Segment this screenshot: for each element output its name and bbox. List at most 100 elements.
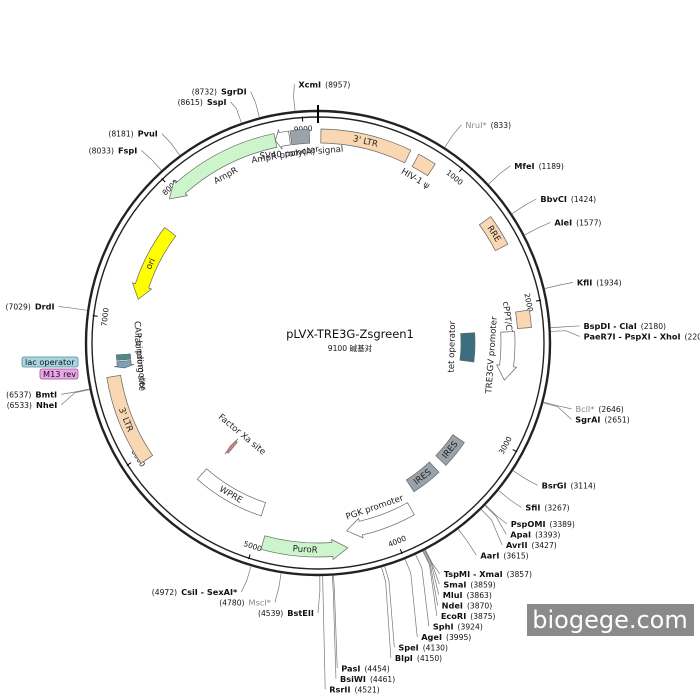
site-name-csii-sexai: CsiI - SexAI* <box>181 587 238 597</box>
primer-group: lac operator M13 rev <box>21 356 79 380</box>
tick-mark-8000 <box>161 178 166 183</box>
site-position-sphi: (3924) <box>458 622 483 631</box>
site-position-pasi: (4454) <box>364 664 389 673</box>
tick-mark-1000 <box>459 167 463 173</box>
site-leader-paer7i-pspxi-xhoi <box>550 330 580 337</box>
site-position-sgrdi: (8732) <box>192 87 217 96</box>
feature-cppt-cts-3 <box>515 309 532 329</box>
site-leader-sfii <box>498 490 522 508</box>
site-name-mfei: MfeI <box>514 161 534 171</box>
feature-label-tre3gv-promoter-5: TRE3GV promoter <box>484 316 499 395</box>
site-name-bspdi-clai: BspDI - ClaI <box>583 321 636 331</box>
site-name-sgrai: SgrAI <box>575 414 600 424</box>
site-name-ecori: EcoRI <box>441 611 466 621</box>
map-size-line: 9100 碱基对 <box>328 343 373 353</box>
site-position-bspdi-clai: (2180) <box>641 322 666 331</box>
site-position-pvui: (8181) <box>108 130 133 139</box>
site-position-csii-sexai: (4972) <box>152 588 177 597</box>
site-position-tspmi-xmai: (3857) <box>507 570 532 579</box>
site-leader-blpi <box>381 567 392 658</box>
site-position-bmti: (6537) <box>6 390 31 399</box>
site-leader-nhei <box>61 389 90 406</box>
site-name-smai: SmaI <box>443 579 466 589</box>
site-name-sfii: SfiI <box>525 502 540 512</box>
site-leader-kfli <box>544 282 573 289</box>
site-name-bsteii: BstEII <box>287 608 314 618</box>
feature-3-ltr-12 <box>106 374 154 464</box>
site-position-nhei: (6533) <box>7 401 32 410</box>
site-leader-spei <box>384 566 395 648</box>
site-leader-pvui <box>161 133 181 156</box>
tick-mark-3000 <box>512 449 518 453</box>
site-leader-ndei <box>423 550 438 606</box>
site-leader-alei <box>524 222 551 236</box>
site-position-bsrgi: (3114) <box>571 481 596 490</box>
site-leader-xcmi <box>293 84 296 112</box>
site-position-msci: (4780) <box>219 599 244 608</box>
m13-rev-label: M13 rev <box>43 369 76 379</box>
site-leader-mlui <box>424 550 440 595</box>
feature-ires-6 <box>435 434 465 466</box>
site-name-pvui: PvuI <box>138 129 158 139</box>
site-leader-bspdi-clai <box>550 325 580 329</box>
feature-label-factor-xa-site-11: Factor Xa site <box>216 412 267 457</box>
site-position-blpi: (4150) <box>417 654 442 663</box>
site-leader-mfei <box>488 165 511 185</box>
site-name-agei: AgeI <box>421 632 442 642</box>
feature-tre3gv-promoter-5 <box>496 331 518 381</box>
site-position-avrii: (3427) <box>532 541 557 550</box>
tick-mark-2000 <box>535 299 542 302</box>
site-leader-sphi <box>415 554 430 627</box>
m13-rev-box <box>39 368 79 380</box>
site-name-sgrdi: SgrDI <box>221 86 247 96</box>
site-position-apai: (3393) <box>535 530 560 539</box>
site-name-xcmi: XcmI <box>298 79 321 89</box>
site-name-bsrgi: BsrGI <box>542 480 567 490</box>
feature-wpre-10 <box>196 468 266 517</box>
site-position-bsteii: (4539) <box>258 609 283 618</box>
site-position-spei: (4130) <box>423 643 448 652</box>
feature-label-ori-15: ori <box>144 257 158 271</box>
site-position-nrui: (833) <box>491 121 511 130</box>
tick-label-9000: 9000 <box>294 124 314 134</box>
site-leader-pasi <box>333 575 338 669</box>
site-leader-avrii <box>480 509 503 545</box>
site-position-fspi: (8033) <box>89 146 114 155</box>
site-name-sphi: SphI <box>433 621 454 631</box>
feature-pgk-promoter-8 <box>346 502 415 539</box>
feature-ampr-promoter-17 <box>275 129 291 150</box>
site-name-bbvci: BbvCI <box>540 194 567 204</box>
site-name-paer7i-pspxi-xhoi: PaeR7I - PspXI - XhoI <box>584 331 681 341</box>
watermark-group: biogege.com <box>527 604 694 636</box>
site-leader-bsrgi <box>512 470 538 486</box>
site-leader-bsteii <box>317 575 321 614</box>
site-position-sspi: (8615) <box>178 98 203 107</box>
site-leader-csii-sexai <box>240 566 252 593</box>
lac-operator-label: lac operator <box>25 357 75 367</box>
site-leader-pspomi <box>485 504 508 525</box>
tick-label-4000: 4000 <box>387 534 408 549</box>
center-label-group: pLVX-TRE3G-Zsgreen1 9100 碱基对 <box>286 327 414 353</box>
feature-lac-promoter-13 <box>114 360 135 369</box>
site-name-fspi: FspI <box>118 145 137 155</box>
site-name-ndei: NdeI <box>442 600 463 610</box>
site-leader-bbvci <box>511 198 537 215</box>
site-name-aari: AarI <box>480 550 499 560</box>
site-position-drdi: (7029) <box>6 302 31 311</box>
site-position-ecori: (3875) <box>470 612 495 621</box>
site-name-sspi: SspI <box>207 97 227 107</box>
site-position-alei: (1577) <box>576 218 601 227</box>
site-position-agei: (3995) <box>446 633 471 642</box>
tick-label-7000: 7000 <box>99 307 110 327</box>
site-leader-drdi <box>58 306 88 311</box>
site-leader-agei <box>404 558 418 637</box>
lac-operator-box <box>21 356 79 368</box>
feature-3-ltr-0 <box>320 128 412 164</box>
tick-label-1000: 1000 <box>444 168 464 187</box>
site-name-drdi: DrdI <box>35 301 55 311</box>
site-name-rsrii: RsrII <box>329 684 350 694</box>
tick-mark-7000 <box>92 315 98 317</box>
